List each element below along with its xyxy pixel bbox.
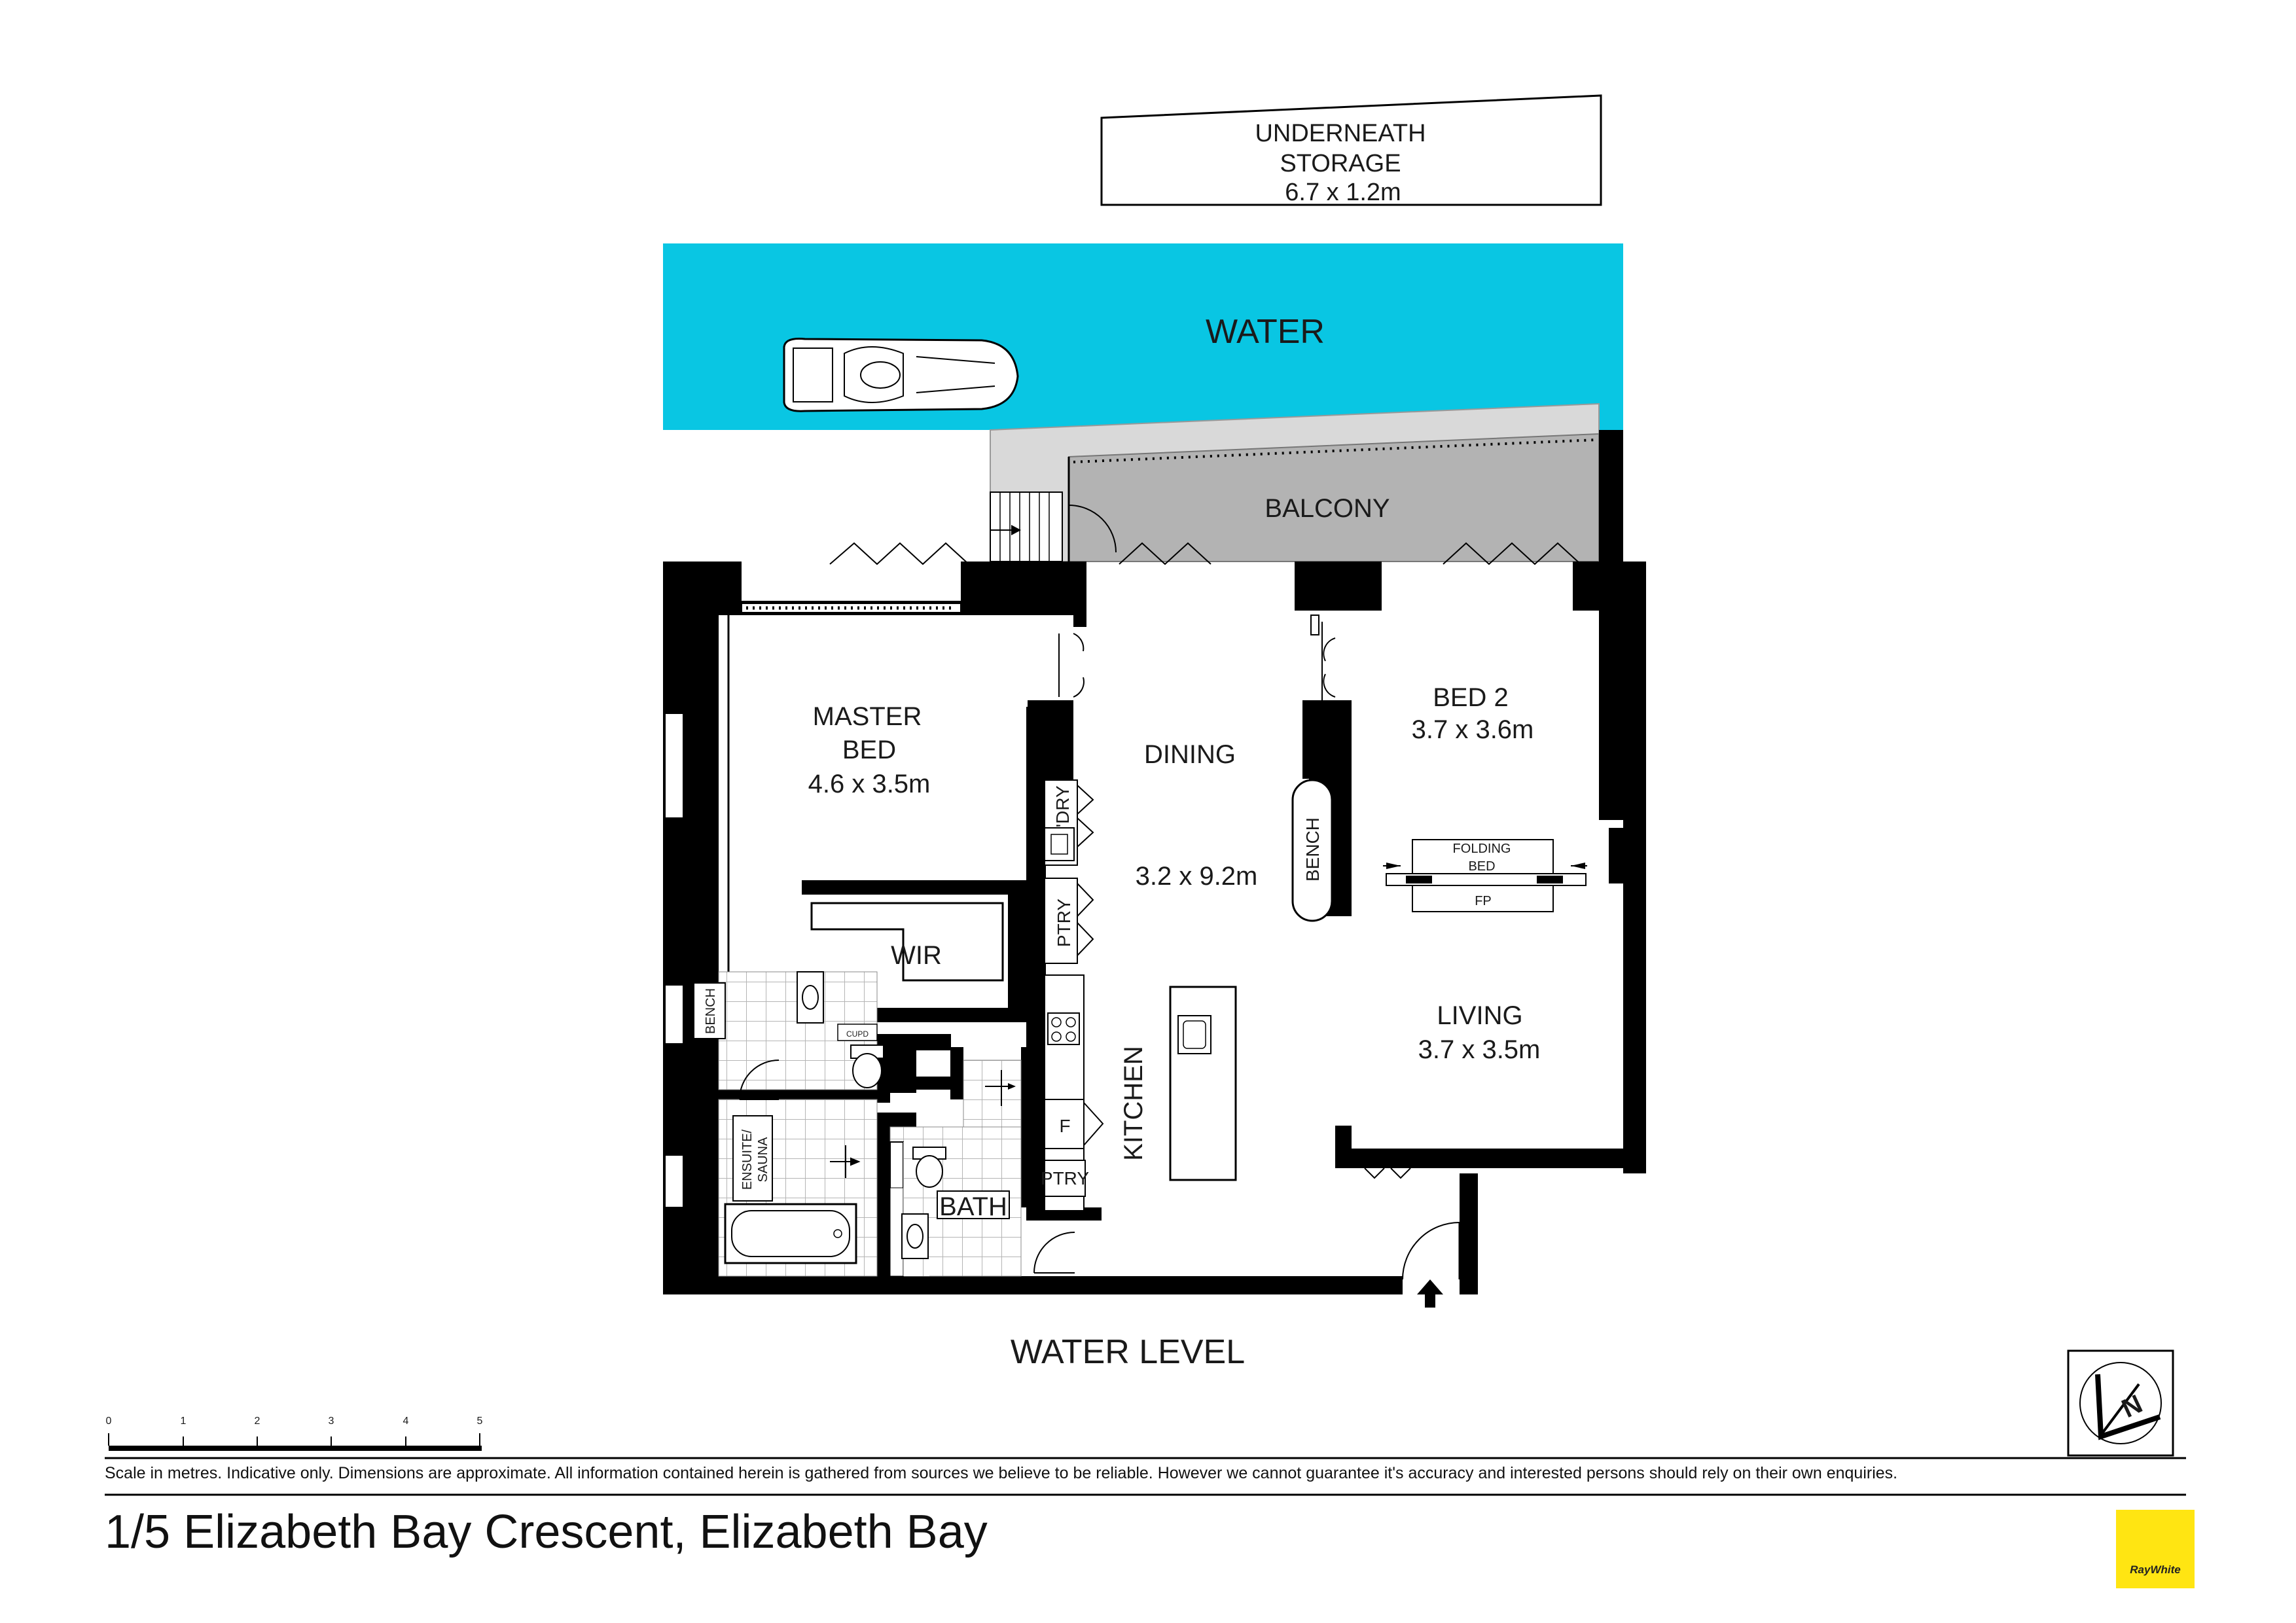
scale-bar: 0 1 2 3 4 5	[106, 1416, 483, 1451]
storage-dims: 6.7 x 1.2m	[1285, 179, 1401, 206]
pantry-2: PTRY	[1041, 1160, 1089, 1197]
bath-label: BATH	[939, 1192, 1007, 1221]
ensuite-label-line1: ENSUITE/	[740, 1129, 755, 1190]
bifold-doors	[829, 542, 1581, 565]
storage-label-line2: STORAGE	[1280, 150, 1401, 177]
water-label: WATER	[1206, 313, 1325, 351]
scale-tick-0: 0	[106, 1416, 112, 1427]
bed2-door	[1310, 615, 1336, 700]
underneath-storage: UNDERNEATH STORAGE 6.7 x 1.2m	[1100, 94, 1602, 206]
fridge: F	[1044, 1099, 1104, 1149]
bathroom-door	[1033, 1232, 1075, 1274]
wir-label: WIR	[891, 941, 942, 970]
pantry-2-label: PTRY	[1041, 1168, 1089, 1188]
kitchen-island	[1169, 986, 1237, 1181]
entry-door	[1402, 1222, 1461, 1280]
scale-tick-4: 4	[403, 1416, 409, 1427]
property-address: 1/5 Elizabeth Bay Crescent, Elizabeth Ba…	[105, 1506, 988, 1558]
master-bench: BENCH	[693, 982, 726, 1039]
master-bed-label-1: MASTER	[813, 702, 922, 731]
fireplace-label: FP	[1475, 894, 1492, 908]
fridge-label: F	[1059, 1116, 1070, 1136]
living-cupboard-doors	[1364, 1168, 1411, 1179]
dining-bench-label: BENCH	[1302, 817, 1323, 882]
brand-name: RayWhite	[2130, 1563, 2181, 1576]
raywhite-logo: RayWhite	[2116, 1510, 2195, 1588]
master-window	[741, 603, 961, 613]
jet-ski-icon	[783, 338, 1019, 412]
storage-label-line1: UNDERNEATH	[1255, 120, 1426, 147]
kitchen-label: KITCHEN	[1119, 1046, 1148, 1161]
master-bed-label-2: BED	[842, 736, 896, 764]
pantry-1-label: PTRY	[1054, 899, 1074, 947]
ensuite-label-line2: SAUNA	[756, 1137, 770, 1183]
master-bed-dims: 4.6 x 3.5m	[808, 770, 931, 798]
north-compass-icon: N	[2067, 1349, 2174, 1457]
living-dims: 3.7 x 3.5m	[1418, 1035, 1541, 1064]
ensuite-cupboard: CUPD	[837, 1024, 878, 1041]
wir: WIR	[810, 902, 1004, 982]
laundry: L'DRY	[1044, 779, 1094, 866]
ensuite-sauna: ENSUITE/ SAUNA	[732, 1115, 773, 1202]
disclaimer-text: Scale in metres. Indicative only. Dimens…	[105, 1464, 1898, 1482]
scale-tick-1: 1	[181, 1416, 187, 1427]
living-label: LIVING	[1437, 1001, 1522, 1030]
dining-bench: BENCH	[1291, 779, 1333, 922]
ensuite-bathtub	[724, 1203, 857, 1264]
balcony: BALCONY	[990, 402, 1623, 562]
folding-bed-line2: BED	[1468, 859, 1495, 874]
balcony-label: BALCONY	[1265, 494, 1390, 523]
bed2-dims: 3.7 x 3.6m	[1412, 715, 1534, 744]
scale-tick-5: 5	[477, 1416, 483, 1427]
folding-bed-line1: FOLDING	[1453, 842, 1511, 856]
dining-dims: 3.2 x 9.2m	[1136, 862, 1258, 891]
ensuite-cupboard-label: CUPD	[846, 1029, 869, 1039]
scale-tick-3: 3	[329, 1416, 334, 1427]
scale-tick-2: 2	[255, 1416, 260, 1427]
ensuite-toilet	[850, 1044, 884, 1088]
bed2-label: BED 2	[1433, 683, 1509, 712]
ensuite-door	[739, 1060, 780, 1100]
master-door	[1058, 633, 1085, 698]
master-bench-label: BENCH	[704, 988, 718, 1034]
entry-arrow-icon	[1417, 1279, 1443, 1308]
water-level-label: WATER LEVEL	[1011, 1333, 1245, 1371]
bathroom: BATH	[889, 1060, 1022, 1277]
ensuite-vanity	[797, 971, 824, 1024]
balcony-door	[1067, 505, 1117, 562]
folding-bed-fireplace: FOLDING BED FP	[1383, 839, 1587, 912]
left-windows	[664, 713, 684, 1208]
ensuite-shower-icon	[830, 1145, 861, 1178]
dining-label: DINING	[1144, 740, 1236, 769]
pantry-1: PTRY	[1044, 878, 1094, 964]
stairs	[990, 491, 1063, 562]
